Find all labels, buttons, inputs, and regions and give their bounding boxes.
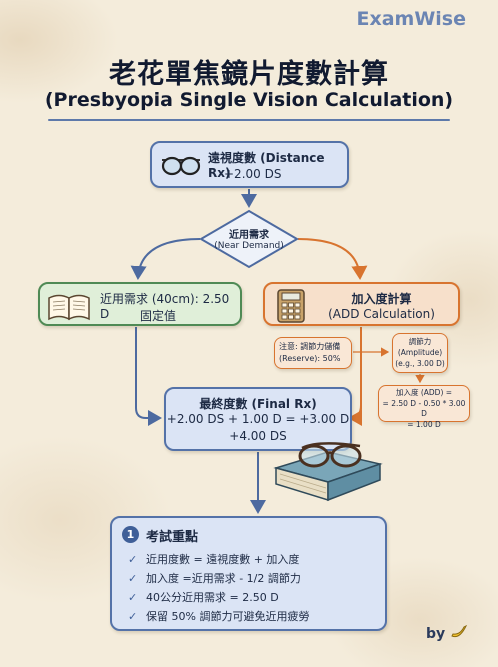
checkmark-icon: ✓ bbox=[128, 572, 138, 585]
amplitude-note: 調節力 (Amplitude) (e.g., 3.00 D) bbox=[392, 333, 448, 373]
near-demand-decision: 近用需求 (Near Demand) bbox=[199, 209, 299, 269]
brand-logo: ExamWise bbox=[356, 8, 466, 30]
add-calculation-box: 加入度計算 (ADD Calculation) bbox=[263, 282, 460, 326]
near-demand-box: 近用需求 (40cm): 2.50 D 固定值 bbox=[38, 282, 242, 326]
footer-by-text: by bbox=[425, 626, 446, 642]
list-item: ✓保留 50% 調節力可避免近用疲勞 bbox=[128, 607, 309, 626]
exam-points-number-badge: 1 bbox=[122, 526, 139, 543]
checkmark-icon: ✓ bbox=[128, 610, 138, 623]
final-rx-result: +4.00 DS bbox=[229, 429, 287, 443]
list-item: ✓40公分近用需求 = 2.50 D bbox=[128, 588, 309, 607]
amplitude-line-3: (e.g., 3.00 D) bbox=[395, 359, 445, 368]
near-demand-label: 近用需求 (40cm): 2.50 D bbox=[100, 292, 230, 321]
decision-label: 近用需求 bbox=[229, 230, 269, 241]
footer-credit: by bbox=[426, 624, 468, 642]
reserve-line-2: (Reserve): 50% bbox=[279, 354, 341, 363]
distance-rx-box: 遠視度數 (Distance Rx) +2.00 DS bbox=[150, 141, 349, 188]
add-calculation-label: 加入度計算 bbox=[351, 292, 412, 306]
add-value-line-2: = 2.50 D - 0.50 * 3.00 D bbox=[382, 398, 466, 419]
banana-icon bbox=[451, 624, 468, 638]
calculator-icon bbox=[277, 289, 305, 323]
reserve-line-1: 注意: 調節力儲備 bbox=[279, 342, 341, 351]
page-subtitle: (Presbyopia Single Vision Calculation) bbox=[44, 89, 454, 111]
list-item: ✓近用度數 = 遠視度數 + 加入度 bbox=[128, 550, 309, 569]
exam-points-heading: 考試重點 bbox=[146, 530, 199, 545]
exam-points-box: 1 考試重點 ✓近用度數 = 遠視度數 + 加入度 ✓加入度 =近用需求 - 1… bbox=[110, 516, 387, 631]
add-value-line-1: 加入度 (ADD) = bbox=[395, 388, 453, 397]
title-divider bbox=[48, 119, 450, 121]
add-value-line-3: = 1.00 D bbox=[407, 419, 441, 429]
final-rx-label: 最終度數 (Final Rx) bbox=[199, 397, 317, 411]
glasses-icon bbox=[161, 156, 201, 176]
decision-sublabel: (Near Demand) bbox=[214, 241, 284, 251]
checkmark-icon: ✓ bbox=[128, 591, 138, 604]
book-icon bbox=[48, 294, 90, 321]
near-demand-note: 固定值 bbox=[139, 309, 176, 323]
list-item: ✓加入度 =近用需求 - 1/2 調節力 bbox=[128, 569, 309, 588]
amplitude-line-1: 調節力 bbox=[408, 337, 432, 346]
checkmark-icon: ✓ bbox=[128, 553, 138, 566]
distance-rx-value: +2.00 DS bbox=[224, 167, 282, 181]
reserve-note: 注意: 調節力儲備 (Reserve): 50% bbox=[274, 337, 352, 369]
final-rx-formula: +2.00 DS + 1.00 D = +3.00 D bbox=[166, 412, 350, 426]
glasses-on-book-illustration bbox=[273, 442, 383, 502]
exam-points-list: ✓近用度數 = 遠視度數 + 加入度 ✓加入度 =近用需求 - 1/2 調節力 … bbox=[128, 550, 309, 626]
add-value-note: 加入度 (ADD) = = 2.50 D - 0.50 * 3.00 D = 1… bbox=[378, 385, 470, 429]
final-rx-box: 最終度數 (Final Rx) +2.00 DS + 1.00 D = +3.0… bbox=[164, 387, 352, 451]
amplitude-line-2: (Amplitude) bbox=[397, 348, 443, 357]
page-title: 老花單焦鏡片度數計算 bbox=[109, 59, 389, 90]
distance-rx-label: 遠視度數 (Distance Rx) bbox=[208, 151, 325, 180]
add-calculation-sublabel: (ADD Calculation) bbox=[328, 307, 435, 321]
